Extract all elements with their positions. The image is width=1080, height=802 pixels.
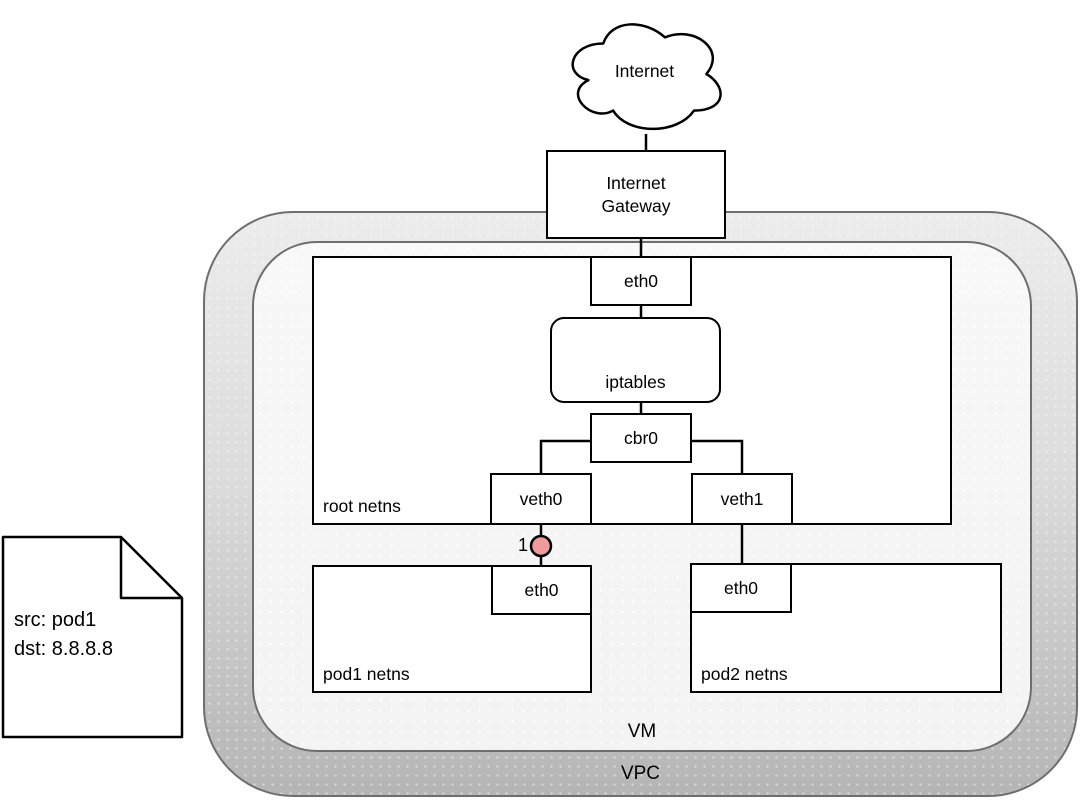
pod2-eth0-node: eth0 [690,563,792,613]
vpc-label: VPC [620,763,661,784]
vm-label: VM [627,721,657,742]
cbr0-node: cbr0 [590,413,692,463]
veth0-node: veth0 [490,473,592,525]
internet-gateway-line2: Gateway [601,195,671,216]
root-netns-label: root netns [323,496,401,516]
internet-gateway-node: Internet Gateway [546,150,726,239]
packet-note-text: src: pod1 dst: 8.8.8.8 [14,606,113,664]
pod1-eth0-node: eth0 [491,565,592,615]
pod2-netns-label: pod2 netns [701,664,788,684]
step-marker-number: 1 [517,535,528,555]
pod1-netns-label: pod1 netns [323,664,410,684]
root-eth0-node: eth0 [590,256,692,306]
packet-note-dst: dst: 8.8.8.8 [14,638,113,660]
veth1-node: veth1 [691,473,793,525]
packet-note-src: src: pod1 [14,609,97,631]
internet-cloud-label: Internet [614,61,675,81]
iptables-node: iptables [550,317,721,403]
internet-gateway-line1: Internet [606,172,666,193]
